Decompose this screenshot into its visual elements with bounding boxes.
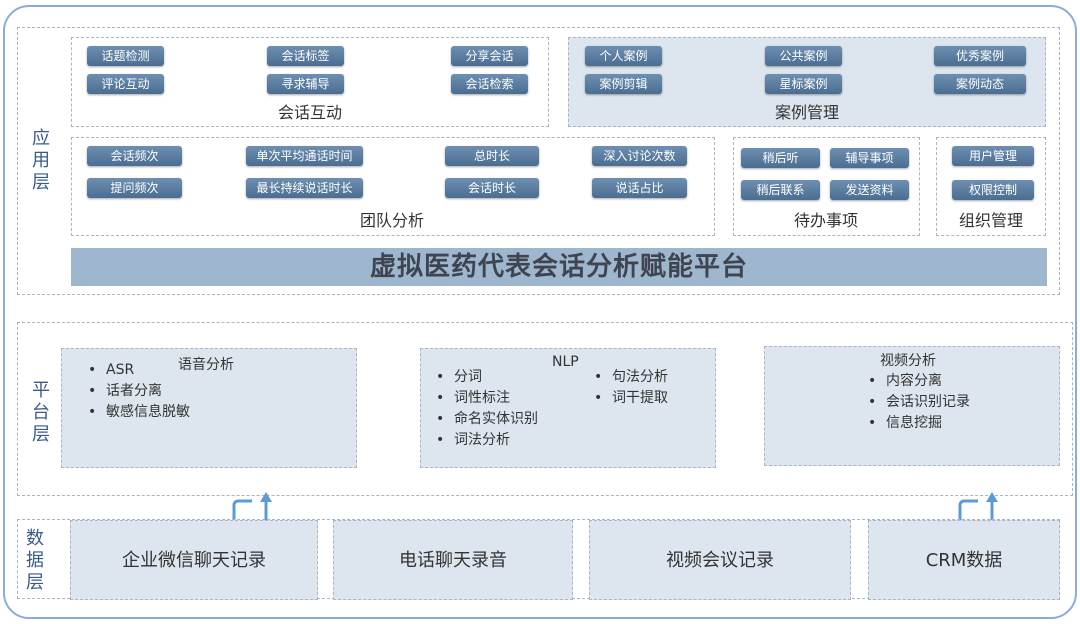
speech-analysis-title: 语音分析 [178, 357, 234, 373]
personal-case-button[interactable]: 个人案例 [585, 46, 662, 66]
speech-item-speaker-diarization: 话者分离 [88, 381, 190, 402]
wecom-chat-records: 企业微信聊天记录 [70, 520, 318, 600]
data-layer-label: 数据层 [26, 528, 44, 593]
speaking-ratio-button[interactable]: 说话占比 [592, 178, 687, 198]
total-duration-button[interactable]: 总时长 [445, 146, 539, 166]
speech-analysis-list: ASR 话者分离 敏感信息脱敏 [88, 360, 190, 423]
contact-later-button[interactable]: 稍后联系 [741, 180, 820, 200]
session-search-button[interactable]: 会话检索 [451, 74, 528, 94]
comment-interaction-button[interactable]: 评论互动 [87, 74, 164, 94]
user-management-button[interactable]: 用户管理 [952, 146, 1034, 166]
nlp-item-pos-tagging: 词性标注 [436, 388, 538, 409]
listen-later-button[interactable]: 稍后听 [741, 148, 820, 168]
platform-layer [17, 322, 1073, 496]
nlp-item-syntax-analysis: 句法分析 [594, 367, 668, 388]
speech-item-asr: ASR [88, 360, 190, 381]
video-conference-records: 视频会议记录 [589, 520, 851, 600]
deep-discussion-count-button[interactable]: 深入讨论次数 [592, 146, 687, 166]
platform-layer-label: 平台层 [32, 380, 50, 445]
longest-speaking-time-button[interactable]: 最长持续说话时长 [246, 178, 363, 198]
nlp-item-segmentation: 分词 [436, 367, 538, 388]
case-management-title: 案例管理 [774, 103, 839, 122]
crm-data: CRM数据 [868, 520, 1060, 600]
todo-title: 待办事项 [793, 211, 858, 230]
nlp-list-right: 句法分析 词干提取 [594, 367, 668, 409]
topic-detection-button[interactable]: 话题检测 [87, 46, 164, 66]
nlp-title: NLP [552, 354, 579, 370]
video-item-content-separation: 内容分离 [868, 371, 970, 392]
excellent-case-button[interactable]: 优秀案例 [934, 46, 1026, 66]
public-case-button[interactable]: 公共案例 [765, 46, 842, 66]
phone-call-recordings: 电话聊天录音 [333, 520, 573, 600]
send-material-button[interactable]: 发送资料 [830, 180, 909, 200]
case-clip-button[interactable]: 案例剪辑 [585, 74, 662, 94]
case-updates-button[interactable]: 案例动态 [934, 74, 1026, 94]
coaching-item-button[interactable]: 辅导事项 [830, 148, 909, 168]
session-frequency-button[interactable]: 会话频次 [87, 146, 182, 166]
session-tag-button[interactable]: 会话标签 [267, 46, 344, 66]
session-interaction-title: 会话互动 [277, 103, 342, 122]
seek-coaching-button[interactable]: 寻求辅导 [267, 74, 344, 94]
avg-call-time-button[interactable]: 单次平均通话时间 [246, 146, 363, 166]
share-session-button[interactable]: 分享会话 [451, 46, 528, 66]
starred-case-button[interactable]: 星标案例 [765, 74, 842, 94]
team-analysis-title: 团队分析 [359, 211, 424, 230]
nlp-item-stemming: 词干提取 [594, 388, 668, 409]
org-management-title: 组织管理 [958, 211, 1023, 230]
session-duration-button[interactable]: 会话时长 [445, 178, 539, 198]
nlp-item-ner: 命名实体识别 [436, 409, 538, 430]
application-layer-label: 应用层 [32, 128, 50, 193]
permission-control-button[interactable]: 权限控制 [952, 180, 1034, 200]
application-layer [17, 27, 1060, 295]
question-frequency-button[interactable]: 提问频次 [87, 178, 182, 198]
video-item-session-recognition: 会话识别记录 [868, 392, 970, 413]
platform-banner: 虚拟医药代表会话分析赋能平台 [71, 248, 1047, 286]
video-item-info-mining: 信息挖掘 [868, 413, 970, 434]
video-analysis-title: 视频分析 [880, 353, 936, 369]
nlp-item-lexical-analysis: 词法分析 [436, 430, 538, 451]
video-analysis-list: 内容分离 会话识别记录 信息挖掘 [868, 371, 970, 434]
nlp-list-left: 分词 词性标注 命名实体识别 词法分析 [436, 367, 538, 451]
speech-item-desensitization: 敏感信息脱敏 [88, 402, 190, 423]
